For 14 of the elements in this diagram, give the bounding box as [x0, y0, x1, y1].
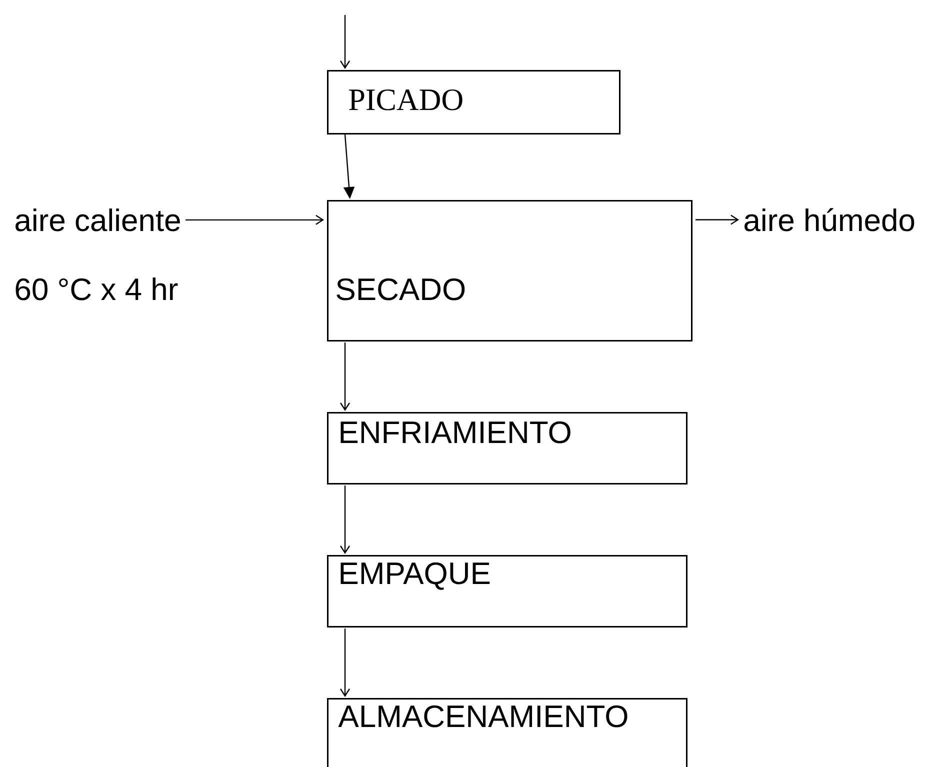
- flow-text: aire caliente: [16, 208, 180, 232]
- arrow: [186, 214, 324, 225]
- arrow: [696, 214, 740, 225]
- arrow: [340, 486, 350, 554]
- arrow: [340, 15, 350, 69]
- process-box: SECADO: [327, 200, 692, 342]
- process-box: PICADO: [327, 70, 620, 134]
- process-box: ENFRIAMIENTO: [327, 412, 688, 484]
- arrow: [340, 342, 350, 411]
- side-note: 60 °C x 4 hr: [16, 278, 178, 300]
- flow-text: aire húmedo: [744, 208, 914, 232]
- process-box: ALMACENAMIENTO: [327, 698, 688, 767]
- arrow: [340, 628, 350, 697]
- process-box: EMPAQUE: [327, 555, 688, 628]
